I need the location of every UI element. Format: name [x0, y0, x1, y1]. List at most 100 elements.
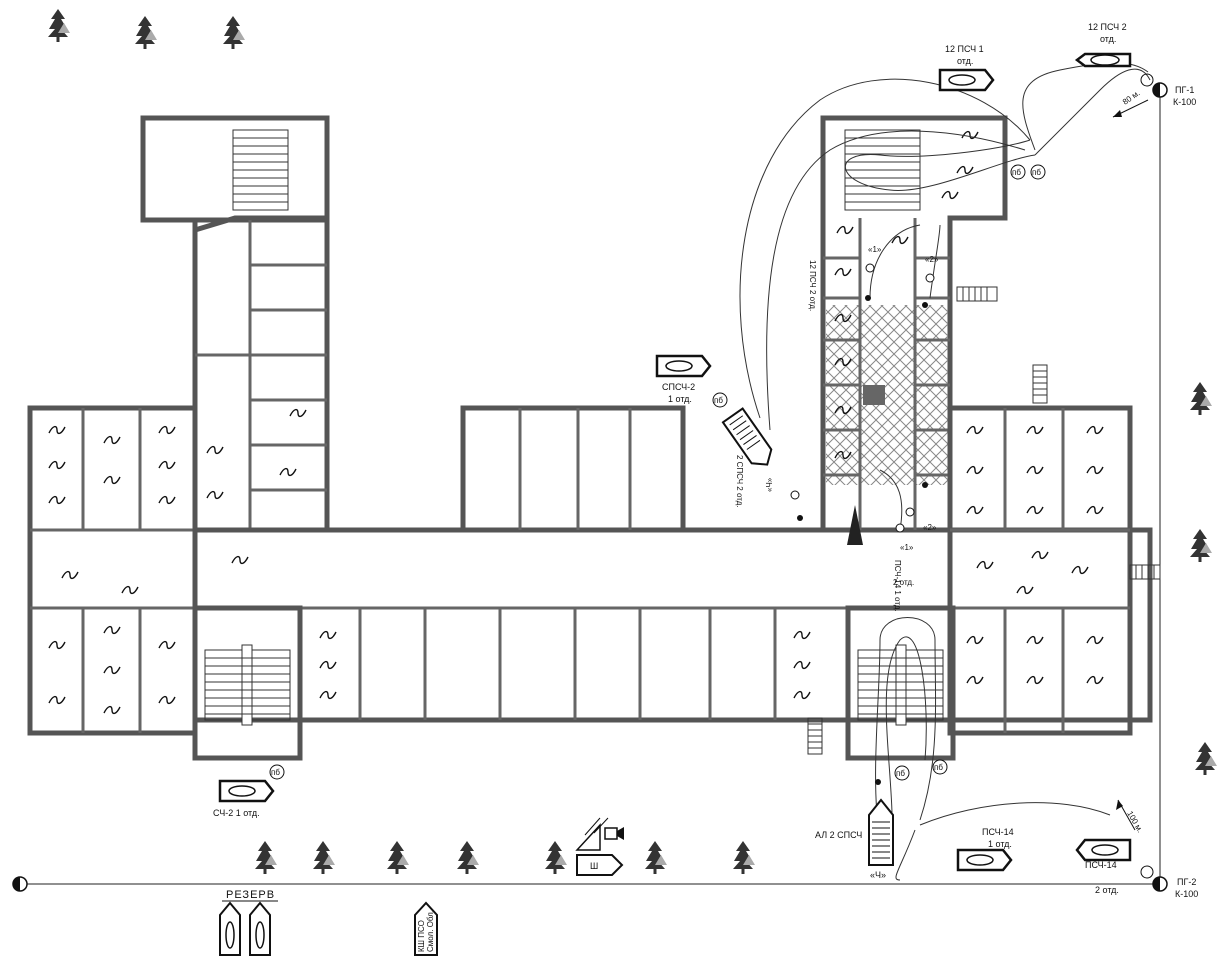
camera-icon	[604, 827, 618, 840]
pb-marker-icon: пб	[712, 392, 728, 408]
ksh-pso: КШ ПСО Смол. Обл.	[414, 901, 438, 956]
label-n1: «1»	[900, 543, 914, 552]
distance-100: 100 м.	[1116, 799, 1145, 834]
fire-source	[863, 385, 885, 405]
stair-bottom-right	[857, 644, 944, 726]
tree-icon	[387, 841, 409, 874]
trees	[48, 9, 1217, 874]
label-sch2: СЧ-2 1 отд.	[213, 808, 260, 818]
label-pg1-k: К-100	[1173, 97, 1196, 107]
outdoor-stair-icon	[807, 717, 823, 755]
distance-80: 80 м.	[1112, 88, 1149, 118]
pb-marker-icon: пб	[932, 759, 948, 775]
fire-truck-icon	[219, 901, 241, 956]
label-al2: АЛ 2 СПСЧ	[815, 830, 862, 840]
label-psch14-vert: ПСЧ-14 1 отд.	[893, 560, 902, 612]
label-ch: «Ч»	[870, 870, 886, 880]
pb-markers: пб пб пб пб пб пб	[269, 164, 1046, 781]
svg-text:пб: пб	[896, 769, 905, 778]
water-main	[12, 82, 1168, 892]
label-ksh-sub: Смол. Обл.	[426, 910, 435, 952]
label-12psch-2-sub: отд.	[1100, 34, 1116, 44]
tree-icon	[1195, 742, 1217, 775]
stair-top-left	[232, 129, 289, 211]
svg-text:пб: пб	[934, 763, 943, 772]
outdoor-stair-icon	[956, 286, 998, 302]
svg-text:пб: пб	[271, 768, 280, 777]
label-n2: «2»	[923, 523, 937, 532]
fire-truck-icon	[1075, 838, 1132, 862]
ladder-truck-icon	[721, 407, 773, 466]
label-ch: «Ч»	[765, 477, 774, 492]
label-otd2: 2 отд.	[893, 578, 914, 587]
outdoor-stair-icon	[1129, 564, 1161, 580]
nozzles	[790, 73, 1154, 879]
hydrant-marker-icon	[12, 876, 28, 892]
pb-marker-icon: пб	[1010, 164, 1026, 180]
label-psch14: ПСЧ-14	[982, 827, 1014, 837]
fire-truck-sch2: СЧ-2 1 отд.	[213, 779, 275, 818]
label-spsch2-vert: 2 СПСЧ 2 отд.	[735, 455, 744, 508]
al2-spsch: АЛ 2 СПСЧ «Ч»	[815, 779, 894, 880]
tree-icon	[733, 841, 755, 874]
label-psch14-2: ПСЧ-14	[1085, 860, 1117, 870]
label-psch14-2-sub: 2 отд.	[1095, 885, 1119, 895]
fire-truck-psch14-2: ПСЧ-14 2 отд.	[1075, 838, 1132, 895]
ladder-truck-icon	[868, 798, 894, 866]
fire-truck-icon	[218, 779, 275, 803]
pb-marker-icon: пб	[269, 764, 285, 780]
label-reserve: РЕЗЕРВ	[226, 889, 275, 901]
fire-truck-12psch-1: 12 ПСЧ 1 отд.	[938, 44, 995, 92]
label-pg1: ПГ-1	[1175, 85, 1194, 95]
nozzle-labels: «1» «2» «2» «1» «Ч»	[765, 245, 939, 552]
fire-zone	[826, 305, 948, 485]
svg-text:пб: пб	[714, 396, 723, 405]
label-sh: Ш	[590, 861, 598, 871]
headquarters: Ш	[575, 817, 624, 876]
label-12psch-2-vert: 12 ПСЧ 2 отд.	[808, 260, 817, 311]
hydrant-pg2-icon	[1152, 876, 1168, 892]
label-pg2-k: К-100	[1175, 889, 1198, 899]
tree-icon	[48, 9, 70, 42]
pb-marker-icon: пб	[1030, 164, 1046, 180]
tree-icon	[1190, 529, 1212, 562]
label-n2: «2»	[925, 255, 939, 264]
vertical-unit-labels: 12 ПСЧ 2 отд. 2 СПСЧ 2 отд. ПСЧ-14 1 отд…	[735, 260, 914, 612]
label-spsch2: СПСЧ-2	[662, 382, 695, 392]
tree-icon	[313, 841, 335, 874]
command-vehicle-icon	[414, 901, 438, 956]
tree-icon	[1190, 382, 1212, 415]
pg2-label: ПГ-2 К-100	[1175, 877, 1198, 899]
flag-icon	[575, 823, 601, 851]
label-n1: «1»	[868, 245, 882, 254]
tree-icon	[135, 16, 157, 49]
ladder-truck-top	[721, 407, 773, 466]
fire-truck-icon	[249, 901, 271, 956]
tree-icon	[223, 16, 245, 49]
fire-truck-psch14: ПСЧ-14 1 отд.	[956, 827, 1014, 872]
fire-truck-icon	[956, 848, 1013, 872]
tree-icon	[255, 841, 277, 874]
fire-truck-12psch-2: 12 ПСЧ 2 отд.	[1074, 22, 1132, 68]
label-12psch-2: 12 ПСЧ 2	[1088, 22, 1127, 32]
stair-top-right	[844, 129, 921, 211]
pb-marker-icon: пб	[894, 765, 910, 781]
fire-truck-icon	[938, 68, 995, 92]
tree-icon	[545, 841, 567, 874]
hose-lines	[739, 62, 1151, 881]
fire-truck-spsch2: СПСЧ-2 1 отд.	[655, 354, 712, 404]
building	[27, 115, 1153, 761]
label-spsch2-sub: 1 отд.	[668, 394, 692, 404]
reserve-group: РЕЗЕРВ	[219, 889, 278, 956]
label-12psch-1: 12 ПСЧ 1	[945, 44, 984, 54]
label-psch14-sub: 1 отд.	[988, 839, 1012, 849]
label-ksh: КШ ПСО	[417, 920, 426, 952]
fire-truck-icon	[655, 354, 712, 378]
outdoor-stair-icon	[1032, 364, 1048, 404]
svg-text:пб: пб	[1032, 168, 1041, 177]
tree-icon	[645, 841, 667, 874]
stair-bottom-left	[204, 644, 291, 726]
pg1-label: ПГ-1 К-100	[1173, 85, 1196, 107]
tree-icon	[457, 841, 479, 874]
